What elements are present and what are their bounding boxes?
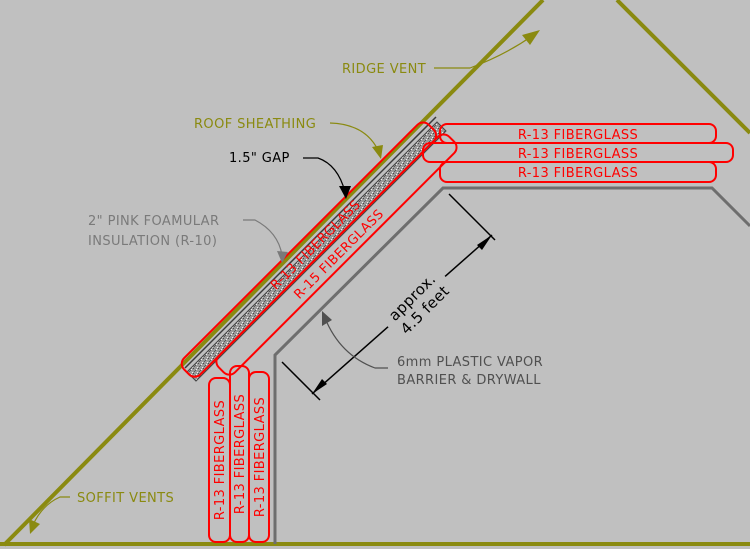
dimension-arrow-lower	[312, 379, 327, 394]
drywall-profile	[273, 186, 750, 544]
ceiling-batt-label-1: R-13 FIBERGLASS	[518, 128, 638, 143]
right-rafter	[615, 0, 750, 135]
soffit-arrowhead	[29, 519, 40, 534]
wall-batts	[208, 365, 270, 543]
foamular-arrowhead	[277, 251, 288, 263]
roof-sheathing-label: ROOF SHEATHING	[194, 117, 316, 132]
roof-sheathing-leader	[329, 122, 379, 151]
foamular-label-line2: INSULATION (R-10)	[88, 234, 217, 249]
dimension-ext-upper	[448, 193, 496, 241]
slope-batts	[180, 121, 458, 378]
ceiling-batt-3	[439, 161, 717, 183]
vapor-label-line1: 6mm PLASTIC VAPOR	[397, 355, 543, 370]
dimension-ext-lower	[281, 361, 321, 401]
left-rafter	[2, 0, 545, 547]
vapor-label-line2: BARRIER & DRYWALL	[397, 373, 541, 388]
vapor-leader	[324, 317, 388, 369]
gap-label: 1.5" GAP	[229, 151, 290, 166]
wall-batt-label-3: R-13 FIBERGLASS	[253, 397, 268, 517]
dimension-arrow-upper	[477, 235, 492, 250]
ridge-vent-label: RIDGE VENT	[342, 62, 426, 77]
foamular-label-line1: 2" PINK FOAMULAR	[88, 214, 219, 229]
gap-arrowhead	[339, 186, 351, 199]
drywall-lines	[273, 186, 750, 544]
slope-batt-2	[215, 133, 458, 376]
wall-batt-label-2: R-13 FIBERGLASS	[233, 394, 248, 514]
dimension-text-bg	[377, 262, 460, 345]
roof-sheathing-arrowhead	[372, 145, 383, 159]
foamular-board	[186, 121, 447, 382]
ceiling-batt-label-3: R-13 FIBERGLASS	[518, 166, 638, 181]
ceiling-batts	[422, 123, 734, 183]
ridge-vent-leader	[434, 35, 533, 69]
soffit-leader	[32, 496, 70, 526]
ridge-vent-arrowhead	[522, 30, 540, 45]
wall-batt-label-1: R-13 FIBERGLASS	[213, 400, 228, 520]
leader-lines	[32, 35, 533, 526]
soffit-vents-label: SOFFIT VENTS	[77, 491, 174, 506]
foamular-leader	[243, 219, 283, 256]
vapor-arrowhead	[322, 311, 332, 326]
sheathing-line	[184, 116, 437, 369]
ceiling-batt-label-2: R-13 FIBERGLASS	[518, 147, 638, 162]
gap-leader	[303, 157, 346, 193]
wall-batt-3	[248, 371, 270, 543]
